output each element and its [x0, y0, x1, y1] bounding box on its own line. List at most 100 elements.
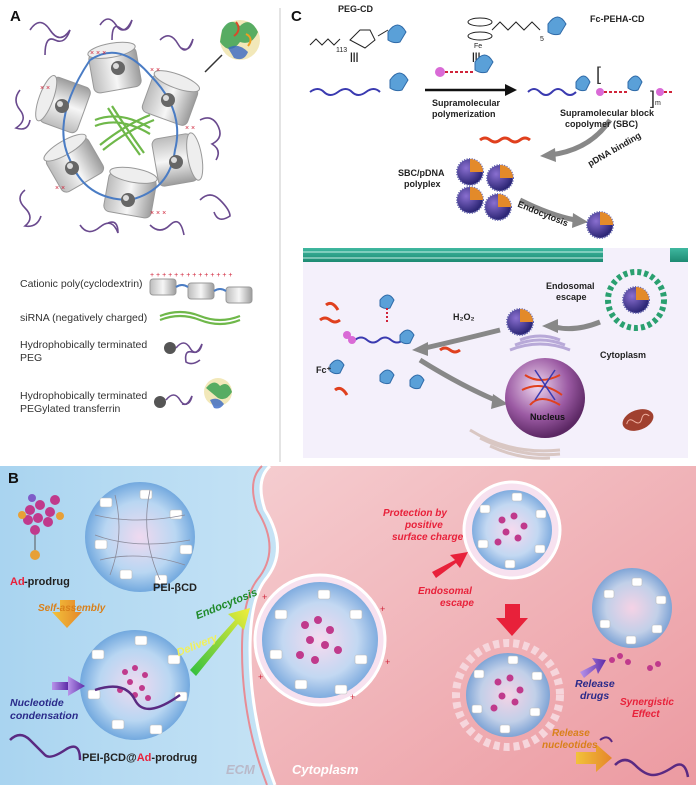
legend-sirna-icon [159, 310, 241, 322]
transferrin-protein-icon [204, 20, 260, 73]
h2o2-label: H₂O₂ [453, 312, 475, 322]
panel-label-b: B [8, 470, 19, 487]
nucleus-arrow [418, 357, 496, 403]
legend-transferrin-icon [154, 378, 232, 409]
mitochondrion [622, 409, 654, 431]
cell-membrane-b [248, 464, 279, 785]
fe-label: Fe [474, 43, 483, 50]
released-nucleotide-strand [614, 758, 690, 778]
polyplex-label-2: polyplex [404, 179, 441, 189]
bursting-endosome [452, 639, 564, 751]
svg-text:+: + [262, 592, 267, 602]
supra-poly-label-2: polymerization [432, 109, 496, 119]
cell-membrane [303, 248, 603, 262]
pdna-binding-arrow [549, 118, 613, 158]
legend-sirna-icon-strand [159, 314, 241, 326]
triazole-ring [349, 29, 376, 49]
peg-chains [14, 18, 231, 236]
released-nanoparticle [592, 568, 672, 648]
release-nucleotides-label-2: nucleotides [542, 740, 598, 751]
release-drugs-label-1: Release [575, 678, 615, 690]
peg-chain-left [309, 88, 381, 96]
minus-charges: × × ×× × × ×× × × × ×× × [40, 50, 195, 217]
protection-label-1: Protection by [383, 508, 447, 519]
ad-prodrug-molecule [18, 494, 64, 560]
endosome [605, 269, 667, 331]
legend-peg-icon [164, 342, 203, 365]
synergistic-label-1: Synergistic [620, 697, 674, 708]
svg-text:× × ×: × × × [90, 50, 106, 57]
legend-peg-label-2: PEG [20, 352, 43, 364]
legend-sirna-label: siRNA (negatively charged) [20, 312, 148, 324]
pei-bcd-ad-prodrug-label: PEI-βCD@Ad-prodrug [82, 752, 197, 764]
ferrocene-icon [467, 17, 493, 41]
endocytosis-arrow [518, 197, 576, 223]
panel-label-a: A [10, 8, 21, 25]
subscript-113: 113 [336, 47, 348, 54]
ecm-label: ECM [226, 762, 255, 777]
release-drugs-arrow [580, 658, 606, 678]
release-nucleotides-arrow [576, 744, 612, 772]
legend-cyclodextrin-label: Cationic poly(cyclodextrin) [20, 278, 143, 290]
endocytic-vesicle: + + + + + [253, 573, 390, 707]
nucleotide-strand [9, 733, 82, 761]
cytoplasm-background [250, 466, 696, 785]
sbc-chain [527, 88, 577, 96]
protection-label-3: surface charge [392, 532, 464, 543]
endosomal-escape-b-label-1: Endosomal [418, 586, 472, 597]
polyplex-label-1: SBC/pDNA [398, 168, 445, 178]
svg-text:+: + [350, 692, 355, 702]
subscript-m: m [655, 100, 661, 107]
release-drugs-label-2: drugs [580, 690, 610, 702]
released-drugs [609, 653, 661, 671]
cytoplasm-c-label: Cytoplasm [600, 350, 647, 360]
legend-peg-label-1: Hydrophobically terminated [20, 339, 148, 351]
release-nucleotides-label-1: Release [552, 728, 590, 739]
hydrophobic-balls [55, 61, 183, 207]
svg-text:+: + [380, 604, 385, 614]
endosomal-escape-arrow [554, 319, 601, 332]
pei-bcd-ad-part3: -prodrug [151, 752, 198, 764]
cytoplasm-b-label: Cytoplasm [292, 762, 359, 777]
ad-prodrug-label: -prodrug [24, 576, 70, 588]
endosomal-escape-c-label-2: escape [556, 292, 587, 302]
fc-plus-label: Fc⁺ [316, 365, 332, 375]
nucleotide-label-2: condensation [10, 710, 79, 722]
self-assembly-arrow [52, 600, 82, 628]
condensation-arrow [68, 676, 85, 696]
svg-text:× ×: × × [55, 185, 65, 192]
legend-transferrin-label-2: PEGylated transferrin [20, 403, 121, 415]
sbc-label-1: Supramolecular block [560, 108, 655, 118]
svg-text:[: [ [596, 64, 601, 84]
nucleotide-label-1: Nucleotide [10, 697, 64, 709]
pdna-strand [479, 136, 531, 144]
synergistic-label-2: Effect [632, 709, 660, 720]
subscript-5: 5 [540, 36, 544, 43]
sirna-center [94, 105, 155, 156]
endosomal-escape-arrow-b [496, 604, 528, 636]
nucleus [505, 358, 585, 438]
pei-bcd-label: PEI-βCD [153, 582, 197, 594]
protection-arrow [432, 552, 468, 578]
disassembled-components [319, 294, 461, 396]
panel-a-graphic: × × ×× × × ×× × × × ×× × + + + + + + + +… [14, 18, 260, 409]
peg-cd-label: PEG-CD [338, 4, 374, 14]
svg-text:+: + [258, 672, 263, 682]
panel-label-c: C [291, 8, 302, 25]
golgi-apparatus [509, 334, 571, 352]
ad-prodrug-suffix: -prodrug [24, 576, 70, 588]
delivery-arrow [190, 608, 250, 676]
svg-text:× ×: × × [150, 67, 160, 74]
panel-c-graphic: ||| ||| [ ] [303, 16, 688, 460]
svg-text:]: ] [650, 88, 655, 108]
svg-text:|||: ||| [350, 52, 359, 63]
cyclodextrin-cone-icon [387, 24, 407, 44]
sbc-label-2: copolymer (SBC) [565, 119, 639, 129]
supra-poly-label-1: Supramolecular [432, 98, 501, 108]
svg-text:× × ×: × × × [150, 210, 166, 217]
panel-b-graphic: + + + + + [0, 464, 696, 785]
nanoparticle-pei-bcd-ad-prodrug [80, 630, 190, 740]
pei-bcd-ad-part1: PEI-βCD@ [82, 752, 137, 764]
endoplasmic-reticulum [469, 428, 561, 460]
pei-bcd-ad-part2: Ad [136, 752, 152, 764]
